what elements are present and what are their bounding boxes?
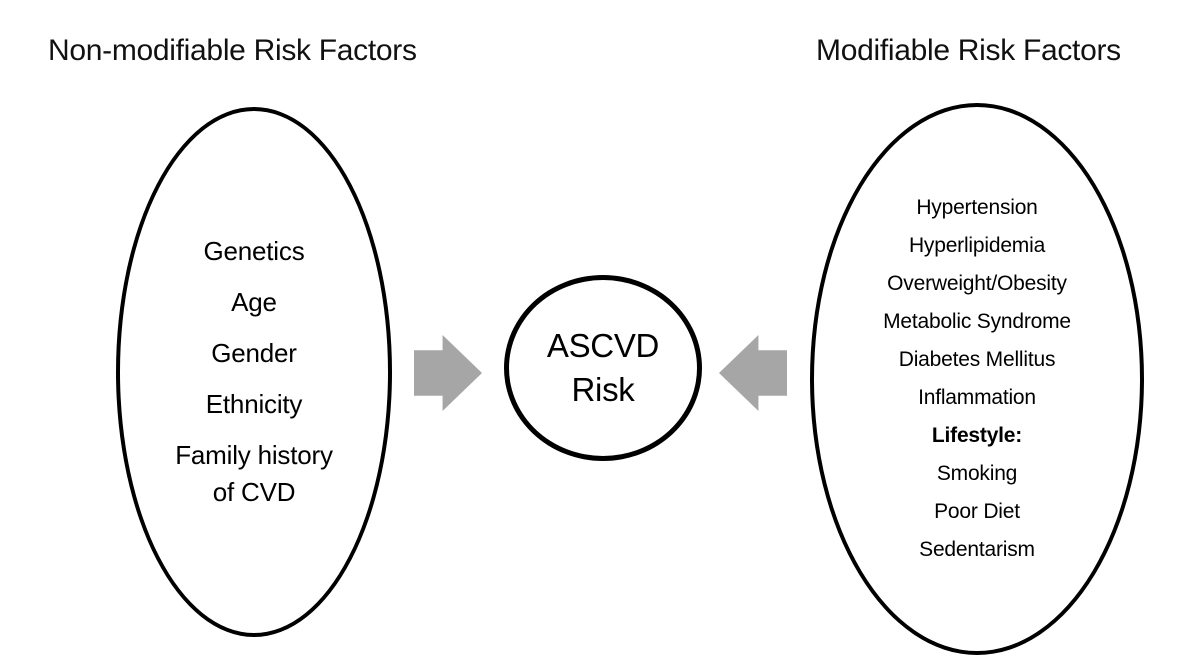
risk-factor-lifestyle-header: Lifestyle: xyxy=(931,424,1023,447)
risk-factor-gender: Gender xyxy=(211,338,297,368)
ascvd-risk-circle: ASCVD Risk xyxy=(504,275,702,461)
non-modifiable-title: Non-modifiable Risk Factors xyxy=(48,34,417,67)
risk-factor-family-history: Family history of CVD xyxy=(175,440,333,507)
left-to-center-arrow-icon xyxy=(414,335,482,411)
risk-factor-hyperlipidemia: Hyperlipidemia xyxy=(908,234,1046,257)
risk-factor-age: Age xyxy=(231,287,277,317)
modifiable-title: Modifiable Risk Factors xyxy=(816,34,1121,67)
non-modifiable-ellipse: Genetics Age Gender Ethnicity Family his… xyxy=(116,107,392,637)
ascvd-label-line2: Risk xyxy=(571,371,635,408)
risk-factor-genetics: Genetics xyxy=(203,236,305,266)
right-to-center-arrow-icon xyxy=(719,335,787,411)
risk-factor-metabolic-syndrome: Metabolic Syndrome xyxy=(883,310,1071,333)
ascvd-label-line1: ASCVD xyxy=(546,327,660,364)
risk-factor-ethnicity: Ethnicity xyxy=(205,389,303,419)
risk-factor-inflammation: Inflammation xyxy=(918,386,1036,409)
risk-factor-hypertension: Hypertension xyxy=(916,196,1038,219)
risk-factor-poor-diet: Poor Diet xyxy=(934,500,1020,523)
risk-factor-smoking: Smoking xyxy=(936,462,1018,485)
risk-factor-sedentarism: Sedentarism xyxy=(919,538,1035,561)
risk-factor-overweight-obesity: Overweight/Obesity xyxy=(887,272,1067,295)
risk-factor-diabetes-mellitus: Diabetes Mellitus xyxy=(898,348,1056,371)
modifiable-ellipse: Hypertension Hyperlipidemia Overweight/O… xyxy=(810,103,1144,655)
